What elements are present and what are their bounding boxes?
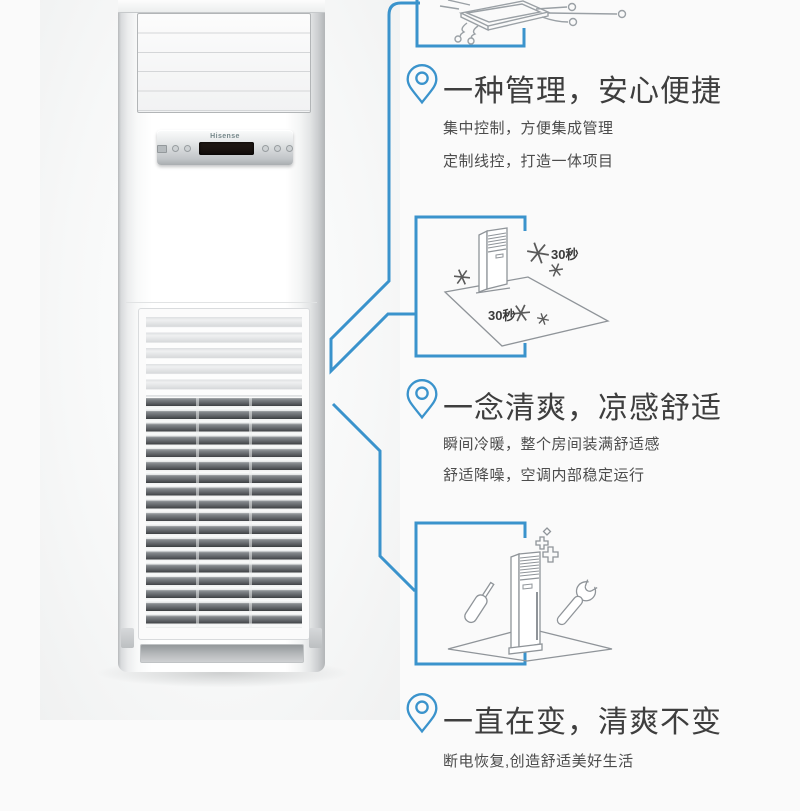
panel-button [262, 145, 270, 152]
unit-foot [309, 628, 322, 648]
feature-description: 瞬间冷暖，整个房间装满舒适感 [443, 436, 661, 453]
panel-button [274, 145, 282, 152]
mini-ac-drawing [508, 551, 543, 655]
quick-cooling-illustration: 30秒 30秒 [443, 227, 610, 347]
snowflake-icon [527, 242, 549, 264]
feature-section-reliability: 一直在变，清爽不变 断电恢复,创造舒适美好生活 [0, 691, 800, 811]
easy-maintenance-illustration [447, 527, 613, 662]
sparkle-icon [542, 527, 552, 536]
open-louvers [146, 398, 302, 628]
feature-description: 断电恢复,创造舒适美好生活 [443, 753, 634, 770]
panel-indicator [157, 144, 167, 153]
floor-plane [447, 627, 613, 662]
display-screen [198, 142, 255, 155]
mini-ac-drawing [475, 227, 511, 294]
wrench-icon [556, 578, 598, 626]
base-tray [140, 644, 304, 663]
snowflake-icon [536, 313, 550, 325]
panel-button [183, 145, 191, 152]
feature-section-management: 一种管理，安心便捷 集中控制，方便集成管理 定制线控，打造一体项目 [0, 62, 800, 182]
louver-divider [249, 398, 252, 628]
unit-top-cap [118, 0, 325, 13]
duration-label: 30秒 [551, 247, 578, 262]
circuit-illustration [439, 0, 627, 45]
louver-divider [196, 398, 199, 628]
location-pin-icon [406, 379, 438, 420]
top-vent-panel [137, 13, 311, 113]
panel-button [286, 145, 293, 152]
snowflake-icon [548, 263, 564, 277]
duration-label: 30秒 [488, 308, 515, 323]
panel-button [171, 145, 179, 152]
floor-plane [443, 276, 610, 347]
feature-title: 一种管理，安心便捷 [443, 75, 722, 108]
screwdriver-icon [464, 581, 495, 624]
feature-title: 一直在变，清爽不变 [443, 706, 722, 739]
control-panel: Hisense [157, 130, 293, 165]
plus-icon [542, 546, 559, 563]
feature-description: 集中控制，方便集成管理 [443, 120, 614, 137]
feature-description: 舒适降噪，空调内部稳定运行 [443, 467, 645, 484]
brand-logo: Hisense [210, 133, 240, 140]
product-image: Hisense [118, 0, 325, 672]
plus-icon [535, 536, 549, 550]
unit-foot [121, 628, 134, 648]
location-pin-icon [406, 64, 438, 105]
snowflake-icon [511, 304, 531, 322]
location-pin-icon [406, 693, 438, 734]
feature-description: 定制线控，打造一体项目 [443, 153, 614, 170]
feature-title: 一念清爽，凉感舒适 [443, 392, 722, 425]
panel-seam [126, 302, 317, 303]
feature-section-comfort: 一念清爽，凉感舒适 瞬间冷暖，整个房间装满舒适感 舒适降噪，空调内部稳定运行 [0, 377, 800, 497]
closed-louvers [146, 317, 302, 397]
air-outlet-grille [138, 308, 310, 640]
snowflake-icon [453, 269, 471, 285]
